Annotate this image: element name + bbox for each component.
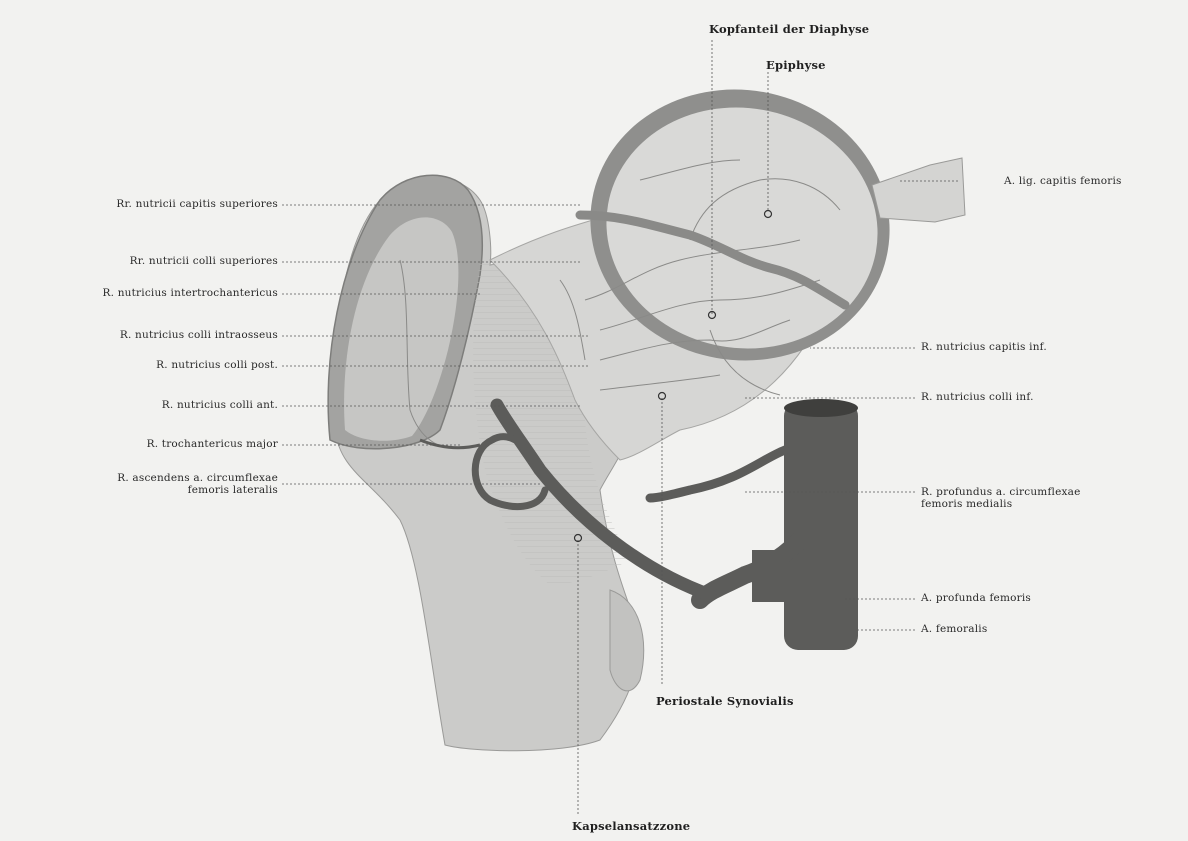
label-r-capitis-inf: R. nutricius capitis inf. <box>921 341 1047 353</box>
label-r-troch-major: R. trochantericus major <box>147 438 278 450</box>
label-lig-capitis: A. lig. capitis femoris <box>1004 175 1122 187</box>
label-r-ascendens-line1: R. ascendens a. circumflexae <box>117 472 278 484</box>
label-r-colli-inf: R. nutricius colli inf. <box>921 391 1034 403</box>
label-epiphyse: Epiphyse <box>766 58 826 72</box>
label-rr-colli-sup: Rr. nutricii colli superiores <box>130 255 278 267</box>
deep-branch <box>650 450 785 498</box>
label-r-profundus: R. profundus a. circumflexae femoris med… <box>921 486 1081 510</box>
label-a-profunda: A. profunda femoris <box>921 592 1031 604</box>
label-r-colli-intraosseus: R. nutricius colli intraosseus <box>120 329 278 341</box>
label-r-intertroch: R. nutricius intertrochantericus <box>103 287 278 299</box>
label-r-colli-post: R. nutricius colli post. <box>156 359 278 371</box>
ligamentum-capitis <box>872 158 965 222</box>
label-a-femoralis: A. femoralis <box>921 623 987 635</box>
label-r-ascendens: R. ascendens a. circumflexae femoris lat… <box>117 472 278 496</box>
label-rr-capitis-sup: Rr. nutricii capitis superiores <box>116 198 278 210</box>
label-kapselansatzzone: Kapselansatzzone <box>572 819 690 833</box>
label-r-ascendens-line2: femoris lateralis <box>117 484 278 496</box>
label-r-profundus-line2: femoris medialis <box>921 498 1081 510</box>
label-kopfanteil: Kopfanteil der Diaphyse <box>709 22 869 36</box>
label-r-profundus-line1: R. profundus a. circumflexae <box>921 486 1081 498</box>
label-r-colli-ant: R. nutricius colli ant. <box>162 399 278 411</box>
femoral-artery <box>784 402 858 650</box>
lesser-trochanter <box>610 590 644 691</box>
label-periostale-synovialis: Periostale Synovialis <box>656 694 794 708</box>
femoral-artery-top <box>784 399 858 417</box>
